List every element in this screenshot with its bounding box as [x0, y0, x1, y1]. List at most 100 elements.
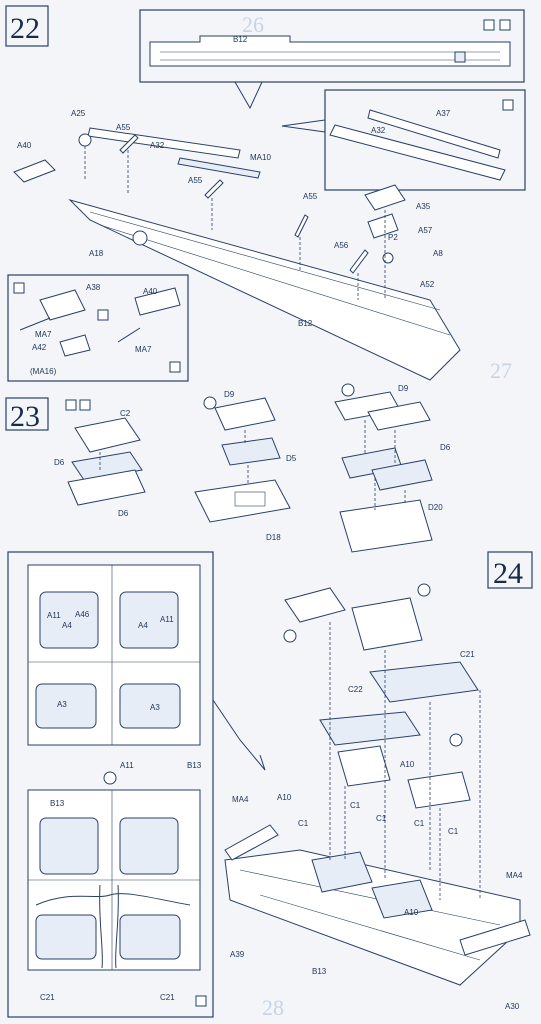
part-number-label: D20	[428, 503, 443, 512]
part-number-label: MA4	[232, 795, 249, 804]
part-number-label: A4	[62, 621, 72, 630]
drum-part	[132, 230, 148, 246]
option-icon	[341, 383, 355, 397]
part-number-label: A38	[86, 283, 101, 292]
hatch-frame-part	[371, 459, 433, 491]
pin-part	[294, 214, 309, 238]
part-number-label: D6	[118, 509, 129, 518]
hatch-frame-part	[221, 437, 281, 466]
paint-icon	[195, 995, 207, 1007]
option-icon	[103, 771, 117, 785]
part-number-label: A11	[47, 611, 61, 620]
part-number-label: A10	[404, 908, 419, 917]
part-number-label: A30	[505, 1002, 520, 1011]
hatch-frame-part	[369, 661, 479, 703]
rail-part	[177, 157, 261, 179]
option-icon	[449, 733, 463, 747]
step-number-box	[5, 397, 49, 431]
grille-part	[35, 683, 97, 729]
option-icon	[283, 629, 297, 643]
option-icon	[65, 399, 77, 411]
part-number-label: A55	[303, 192, 318, 201]
grille-part	[119, 817, 179, 875]
part-number-label: A10	[277, 793, 292, 802]
part-number-label: B12	[233, 35, 248, 44]
part-number-label: B13	[312, 967, 327, 976]
hatch-cover-part	[367, 401, 431, 431]
part-number-label: MA7	[135, 345, 152, 354]
part-number-label: D9	[398, 384, 409, 393]
hatch-base-part	[339, 499, 433, 553]
part-number-label: MA4	[506, 871, 523, 880]
part-number-label: D6	[440, 443, 451, 452]
hatch-cover-part	[337, 745, 391, 787]
part-number-label: A11	[120, 761, 134, 770]
hatch-cover-part	[74, 417, 141, 453]
cement-icon	[499, 19, 511, 31]
cement-icon	[502, 99, 514, 111]
part-number-label: A56	[334, 241, 349, 250]
option-icon	[417, 583, 431, 597]
grille-part	[35, 914, 97, 960]
rail-part	[329, 124, 506, 181]
grille-part	[39, 817, 99, 875]
part-number-label: A55	[188, 176, 203, 185]
part-number-label: A42	[32, 343, 47, 352]
part-number-label: C1	[376, 814, 387, 823]
stowage-box-part	[459, 919, 531, 956]
cement-icon	[13, 282, 25, 294]
pin-part	[349, 249, 369, 274]
rail-part	[367, 109, 501, 159]
box-part	[367, 213, 399, 239]
part-number-label: A18	[89, 249, 104, 258]
bracket-part	[39, 289, 86, 321]
part-number-label: B13	[50, 799, 65, 808]
ghost-number: 27	[490, 358, 512, 383]
part-number-label: A52	[420, 280, 435, 289]
part-number-label: A40	[17, 141, 32, 150]
part-number-label: B12	[298, 319, 313, 328]
part-number-label: MA7	[35, 330, 52, 339]
part-number-label: A55	[116, 123, 131, 132]
part-number-label: C1	[448, 827, 459, 836]
hull-detail	[454, 51, 466, 63]
part-number-label: (MA16)	[30, 367, 57, 376]
part-number-label: D6	[54, 458, 65, 467]
knob-part	[78, 133, 92, 147]
part-number-label: A25	[71, 109, 86, 118]
part-number-label: A37	[436, 109, 451, 118]
grille-part	[119, 914, 181, 960]
part-number-label: A32	[150, 141, 165, 150]
hatch-base-part	[67, 469, 146, 506]
part-number-label: A3	[150, 703, 160, 712]
part-number-label: C21	[460, 650, 475, 659]
inset-bottom-left	[7, 274, 189, 382]
step-number: 24	[493, 557, 523, 590]
hatch-cover-part	[407, 771, 471, 809]
pin-part	[119, 134, 139, 154]
part-number-label: A4	[138, 621, 148, 630]
clamp-part	[13, 159, 56, 183]
hull-deck-part	[68, 199, 461, 381]
part-number-label: A3	[57, 700, 67, 709]
bracket-part	[59, 334, 91, 357]
part-number-label: A32	[371, 126, 386, 135]
step-number: 22	[10, 12, 40, 45]
step-number-box	[5, 5, 49, 47]
hatch-base-part	[194, 479, 291, 523]
hatch-frame-part	[319, 711, 421, 746]
paint-icon	[169, 361, 181, 373]
grille-part	[119, 683, 181, 729]
box-part	[364, 184, 406, 211]
inset-top	[139, 9, 525, 83]
ghost-number: 28	[262, 995, 284, 1020]
part-number-label: C21	[160, 993, 175, 1002]
part-number-label: MA10	[250, 153, 271, 162]
part-number-label: D5	[286, 454, 297, 463]
part-number-label: A40	[143, 287, 158, 296]
part-number-label: C1	[414, 819, 425, 828]
paint-icon	[483, 19, 495, 31]
hull-side-part	[149, 35, 511, 67]
